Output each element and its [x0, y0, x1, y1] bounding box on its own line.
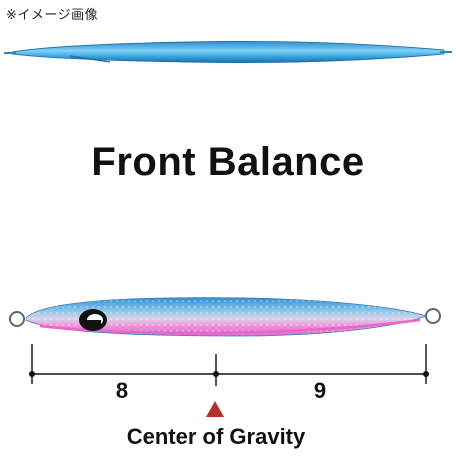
lure-eye-icon — [79, 309, 107, 331]
front-length-label: 8 — [115, 378, 129, 403]
scale-dot-rear — [423, 371, 429, 377]
length-scale — [29, 344, 429, 386]
scale-dot-center — [213, 371, 219, 377]
scale-dot-front — [29, 371, 35, 377]
image-note: ※イメージ画像 — [6, 8, 99, 23]
center-of-gravity-label: Center of Gravity — [126, 424, 306, 449]
triangle-up-icon — [206, 401, 224, 417]
lure-top-view — [4, 41, 452, 63]
lure-side-view — [9, 297, 441, 337]
rear-length-label: 9 — [313, 378, 327, 403]
balance-headline: Front Balance — [91, 140, 365, 184]
